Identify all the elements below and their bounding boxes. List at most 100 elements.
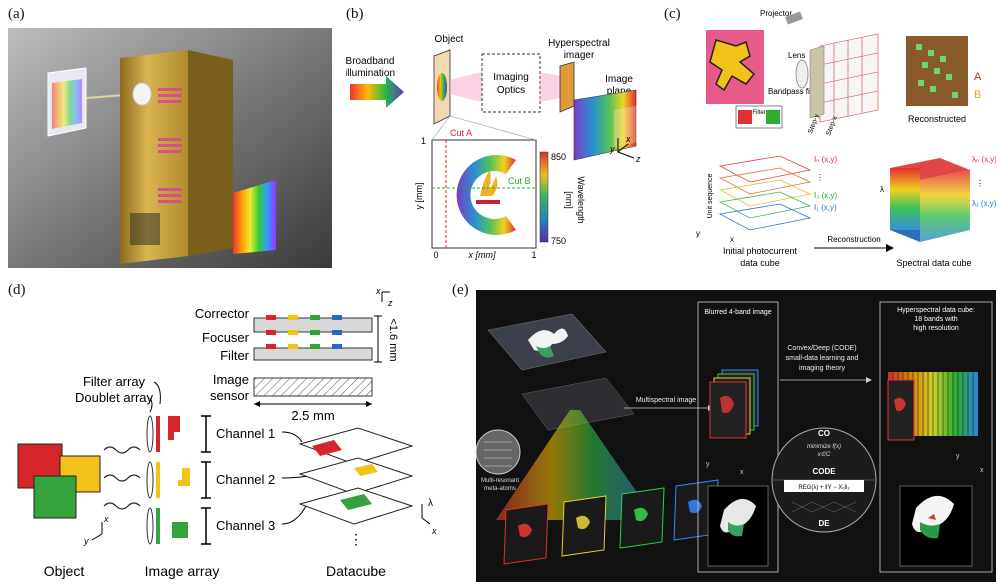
x-axis-d-obj: x [103,514,109,524]
lambda-axis-c: λ [880,185,884,194]
object-green-square [33,475,77,519]
filter-label: Filter [752,110,765,116]
tick-x-0: 0 [433,250,438,260]
projector-label: Projector [760,10,792,18]
channel-1-label: Channel 1 [216,426,275,441]
dots-d: ⋮ [349,531,363,547]
inset-ylabel: y [mm] [414,183,424,210]
channel-2-label: Channel 2 [216,472,275,487]
filter-plate [253,347,373,361]
panel-b-diagram: Broadband illumination Object Hyperspect… [346,20,656,272]
multispectral-label: Multispectral image [636,397,696,404]
cube-title-1: Hyperspectral data cube: [897,307,975,314]
wavelength-colorbar [539,151,549,243]
point-a-label: A [974,71,982,83]
lambda-n-label: λₙ (x,y) [972,155,996,164]
panel-label-e: (e) [452,282,469,298]
image-label-d: Image [213,372,249,387]
doublet-array-label: Doublet array [75,390,154,405]
lens-label: Lens [788,51,805,60]
spectral-output-plane [233,180,276,254]
corrector-label: Corrector [195,306,250,321]
x-label-c: x [730,235,734,244]
corrector-elements [266,315,342,335]
initial-label-1: Initial photocurrent [723,246,798,256]
z-axis-d-top: z [387,298,393,308]
i1-label: I₁ (x,y) [814,203,837,212]
minimize-label: minimize f(x) [807,444,841,450]
inset-xlabel: x [mm] [468,250,496,260]
subject-to-label: x∈C [817,451,831,458]
filter-elements [266,344,342,349]
c-logo-shape [456,155,516,235]
bird-shape-top [528,328,568,352]
blurred-label: Blurred 4-band image [704,309,771,316]
lambda-axis-d: λ [428,498,433,509]
optics-label: Optics [497,85,525,96]
broadband-label: Broadband [346,56,394,67]
image-yellow [178,468,190,486]
x-axis-e2: x [980,467,984,474]
photocurrent-stack [718,155,812,231]
four-band-images [503,479,719,565]
point-b-label: B [974,89,981,101]
filter-label-d: Filter [220,348,250,363]
channel-3-label: Channel 3 [216,518,275,533]
meta-atoms-label-1: Multi-resonant [481,478,519,484]
tick-x-1: 1 [531,250,536,260]
panel-label-a: (a) [8,6,25,22]
projector-icon [785,11,803,25]
panel-label-b: (b) [346,6,364,22]
metasurface-code-imaging-illustration: Multi-resonant meta-atoms Multispectral … [476,301,993,573]
filter-array-label: Filter array [83,374,146,389]
object-caption: Object [44,563,85,579]
code-label-2: small-data learning and [786,355,859,362]
cbar-label-2: [nm] [564,191,574,209]
panel-label-c: (c) [664,6,681,22]
hyperspectral-label: Hyperspectral [548,38,610,49]
plane-label: plane [607,86,632,97]
reg-formula: REG(λ) + ‖Y − X₀‖₂ [798,485,850,491]
x-axis-e: x [740,469,744,476]
panel-e-illustration: Multi-resonant meta-atoms Multispectral … [476,290,996,582]
meta-atom-zoom [476,429,521,475]
width-dim: 2.5 mm [291,408,334,423]
cut-a-label: Cut A [450,128,472,138]
axis-z: z [635,154,641,164]
code-label-1: Convex/Deep (CODE) [787,345,856,352]
panel-label-d: (d) [8,282,26,298]
cbar-max: 850 [551,152,566,162]
lens-icon [795,59,809,89]
de-label: DE [818,519,830,528]
datacube-layers [298,427,414,525]
datacube-caption: Datacube [326,563,386,579]
step-y-label: Step-y [807,113,821,135]
co-label: CO [818,429,830,438]
image-array-caption: Image array [145,563,220,579]
meta-atoms-label-2: meta-atoms [484,486,516,492]
axis-x: x [625,134,631,144]
hyperspectral-stack [887,372,978,441]
reg-box [784,480,864,492]
blurred-image-box [697,301,779,573]
x-axis-d-cube: x [431,526,437,536]
y-axis-e2: y [956,453,960,460]
cube-title-3: high resolution [913,325,959,332]
metasurface-imager-illustration [8,28,332,268]
tick-y-1: 1 [421,136,426,146]
spectral-cube [890,158,970,242]
hyperspectral-imaging-schematic: Broadband illumination Object Hyperspect… [346,34,646,260]
panel-c-diagram: Projector Lens Bandpass filter Filter St… [690,10,996,272]
lens-aperture [132,82,152,106]
dispersed-beam [496,410,656,520]
panel-a-rendering [8,28,332,268]
cbar-label-1: Wavelength [576,176,586,223]
cbar-min: 750 [551,236,566,246]
image-green [172,522,188,538]
blurred-bird-view [707,485,769,567]
bandpass-label: Bandpass filter [768,87,821,96]
object-label: Object [435,34,464,45]
reconstruction-label: Reconstruction [827,235,880,244]
y-axis-e: y [706,461,710,468]
image-plane [573,89,637,161]
